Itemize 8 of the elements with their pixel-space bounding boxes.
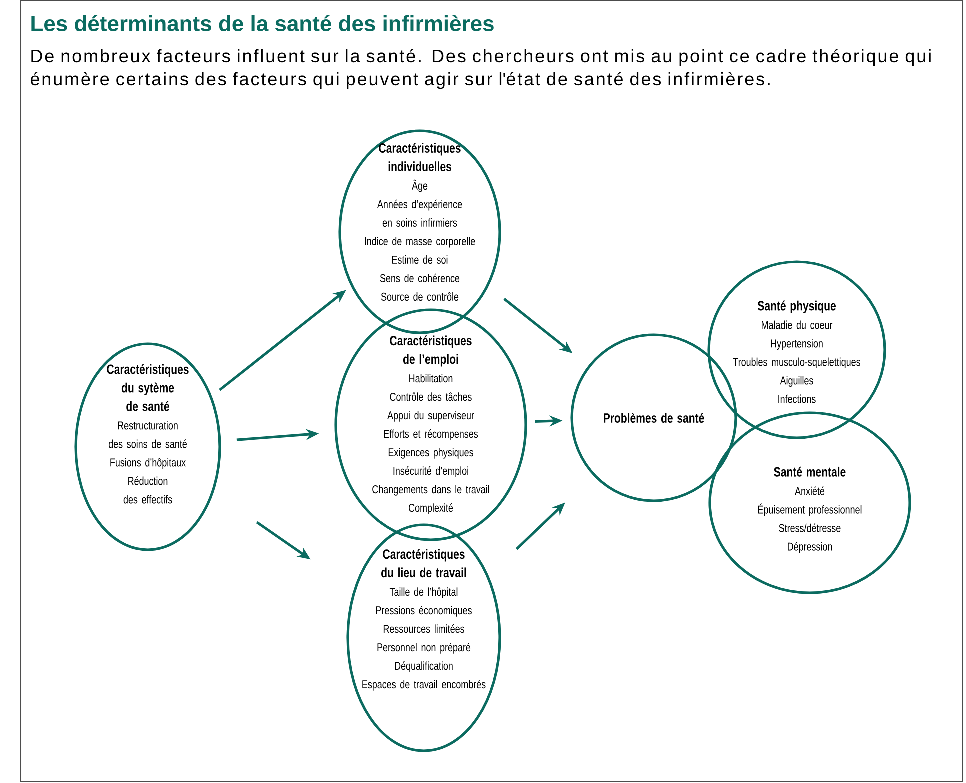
ellipse-node: Caractéristiques du lieu de travail Taille de l’hôpital Pressions économiques Ressources limitées Personnel non préparé Déqualification Espaces de travail encombrés [346, 524, 502, 752]
ellipse-node: Caractéristiques du sytème de santé Restructuration des soins de santé Fusions d’hôpitaux Réduction des effectifs [74, 342, 222, 552]
ellipse-node: Caractéristiques individuelles Âge Années d’expérience en soins infirmiers Indice de masse corporelle Estime de soi Sens de cohérence Source de contrôle [338, 130, 502, 334]
ellipse-node: Caractéristiques de l’emploi Habilitation Contrôle des tâches Appui du superviseur Efforts et récompenses Exigences physiques Insécurité d’emploi Changements dans le travail Complexité [334, 308, 528, 542]
description: De nombreux facteurs influent sur la santé. Des chercheurs ont mis au point ce cadre théorique qui énumère certains des facteurs qui peuvent agir sur l'état de santé des infirmières. [30, 49, 931, 90]
circle-node: Santé physique Maladie du coeur Hypertension Troubles musculo-squelettiques Aiguilles Infections [708, 260, 886, 440]
title: Les déterminants de la santé des infirmières [32, 15, 494, 32]
ellipse-node: Santé mentale Anxiété Épuisement professionnel Stress/détresse Dépression [708, 412, 912, 594]
